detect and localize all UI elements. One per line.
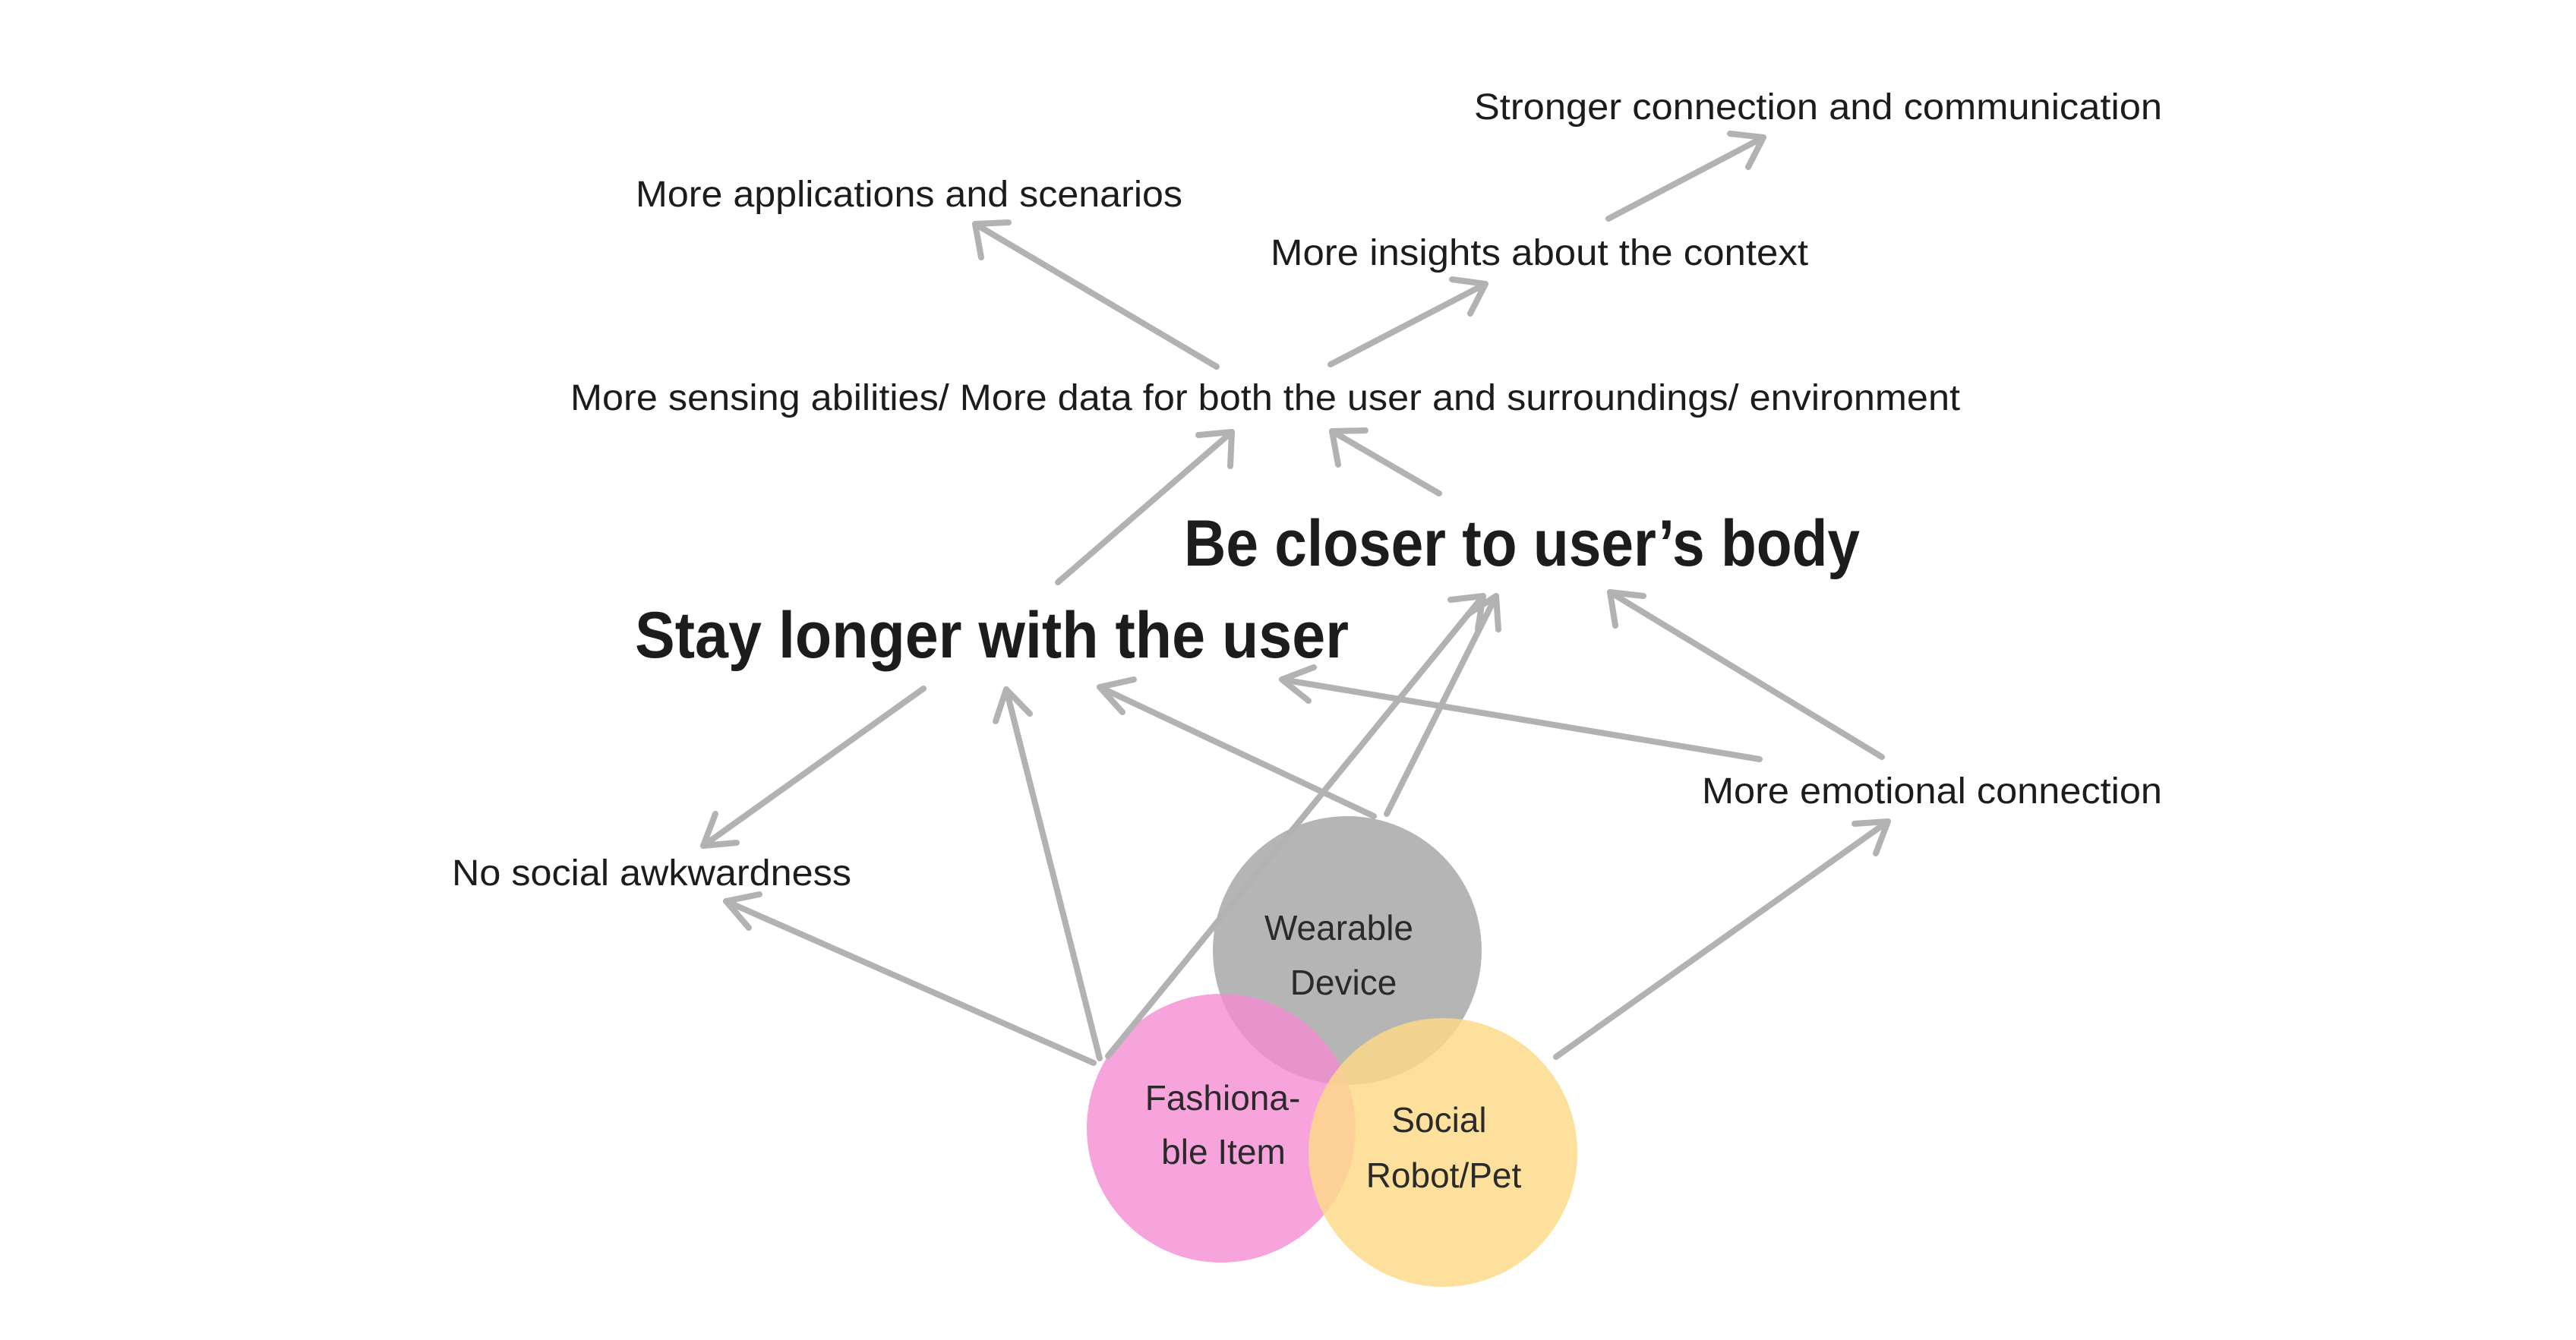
arrow-emotional-to-be-closer [1607, 589, 1885, 760]
arrow-fashionable-to-be-closer [1105, 593, 1486, 1059]
label-more-sensing: More sensing abilities/ More data for bo… [570, 378, 1960, 418]
venn-diagram: Wearable Device Fashiona- ble Item Socia… [1087, 816, 1577, 1287]
label-stronger-connection: Stronger connection and communication [1474, 87, 2162, 128]
arrow-stay-longer-to-sensing [1055, 429, 1235, 585]
fashionable-label-line2: ble Item [1161, 1132, 1286, 1171]
arrow-social-to-emotional [1553, 818, 1891, 1060]
arrows [700, 131, 1891, 1066]
arrow-stay-longer-to-no-awkwardness [700, 686, 927, 849]
arrow-sensing-to-insights [1327, 276, 1488, 367]
social-label-line2: Robot/Pet [1366, 1156, 1522, 1195]
arrow-be-closer-to-sensing [1329, 427, 1442, 497]
fashionable-label-line1: Fashiona- [1145, 1078, 1301, 1118]
circle-fashionable-item [1087, 994, 1356, 1263]
arrow-fashionable-to-stay-longer [993, 686, 1103, 1061]
circle-social-robot-pet [1309, 1018, 1577, 1287]
label-more-insights: More insights about the context [1271, 233, 1808, 273]
labels: Stronger connection and communication Mo… [452, 87, 2162, 894]
label-more-applications: More applications and scenarios [636, 175, 1182, 215]
label-stay-longer: Stay longer with the user [635, 599, 1349, 672]
label-be-closer: Be closer to user’s body [1184, 507, 1860, 580]
arrow-wearable-to-stay-longer [1097, 676, 1377, 819]
social-label-line1: Social [1391, 1100, 1486, 1140]
wearable-label-line1: Wearable [1264, 908, 1413, 947]
arrow-emotional-to-stay-longer [1279, 664, 1763, 762]
label-more-emotional: More emotional connection [1702, 771, 2162, 812]
label-no-social-awkwardness: No social awkwardness [452, 853, 851, 894]
wearable-label-line2: Device [1290, 963, 1397, 1002]
arrow-sensing-to-applications [972, 219, 1220, 370]
arrow-fashionable-to-no-awkwardness [723, 891, 1097, 1066]
arrow-insights-to-stronger-connection [1605, 131, 1766, 222]
